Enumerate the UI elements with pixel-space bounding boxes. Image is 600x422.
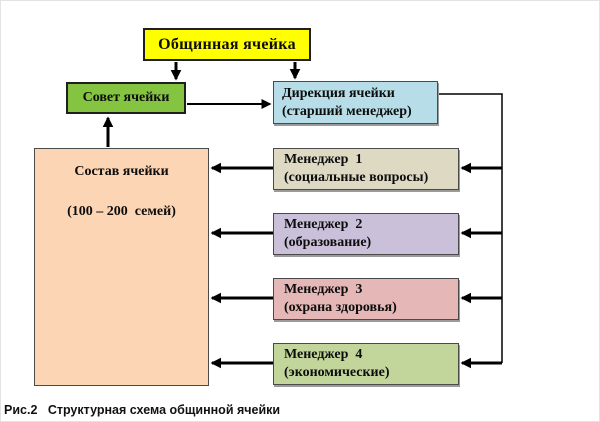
box-manager-3-line2: (охрана здоровья)	[284, 300, 397, 315]
figure-caption: Рис.2 Структурная схема общинной ячейки	[4, 403, 281, 417]
box-cell-council: Совет ячейки	[66, 82, 186, 114]
box-community-cell-label: Общинная ячейка	[158, 35, 296, 53]
box-manager-3: Менеджер 3 (охрана здоровья)	[273, 278, 459, 320]
box-cell-direction-line2: (старший менеджер)	[282, 104, 412, 119]
box-cell-composition-line1: Состав ячейки	[74, 164, 169, 179]
box-manager-1-line2: (социальные вопросы)	[284, 170, 429, 185]
box-cell-council-label: Совет ячейки	[82, 90, 170, 105]
box-cell-composition: Состав ячейки (100 – 200 семей)	[34, 148, 209, 386]
box-manager-2-line2: (образование)	[284, 235, 372, 250]
connector-direction-to-managers	[438, 93, 503, 363]
box-cell-composition-line2: (100 – 200 семей)	[67, 204, 176, 219]
box-manager-4: Менеджер 4 (экономические)	[273, 343, 459, 385]
box-cell-direction: Дирекция ячейки (старший менеджер)	[273, 81, 438, 124]
box-cell-direction-line1: Дирекция ячейки	[282, 86, 395, 101]
box-manager-2-line1: Менеджер 2	[284, 217, 363, 232]
box-manager-3-line1: Менеджер 3	[284, 282, 363, 297]
box-manager-2: Менеджер 2 (образование)	[273, 213, 459, 255]
box-manager-1: Менеджер 1 (социальные вопросы)	[273, 148, 459, 190]
box-manager-4-line2: (экономические)	[284, 365, 390, 380]
box-manager-4-line1: Менеджер 4	[284, 347, 363, 362]
box-community-cell: Общинная ячейка	[143, 28, 311, 61]
box-manager-1-line1: Менеджер 1	[284, 152, 363, 167]
